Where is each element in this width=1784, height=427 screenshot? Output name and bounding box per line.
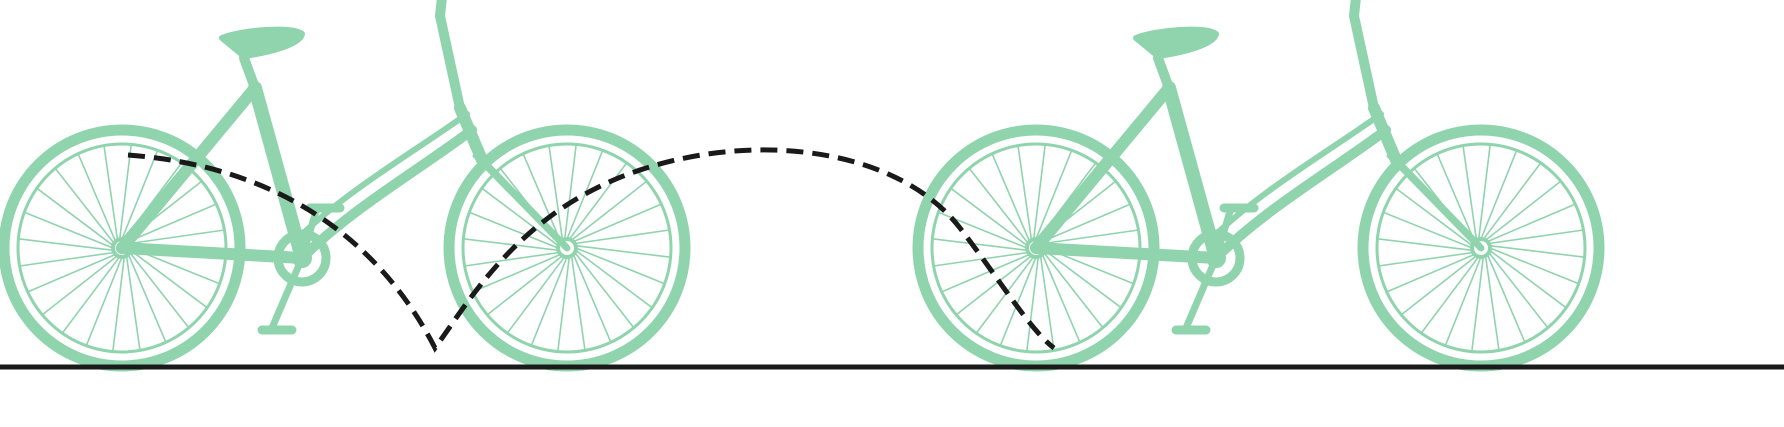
bicycle-start-icon [4,0,685,366]
dashed-trajectory [127,147,1056,353]
